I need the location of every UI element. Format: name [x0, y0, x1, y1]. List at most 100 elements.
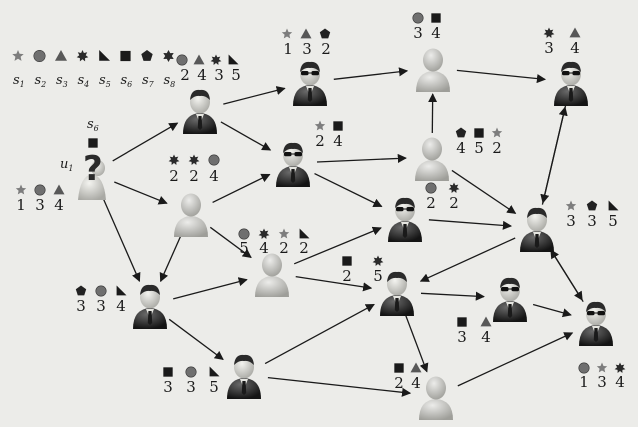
user-figure-p	[419, 376, 453, 420]
edge-a-e	[220, 121, 272, 151]
user-figure-h	[388, 197, 422, 242]
tag-burst-icon	[168, 154, 180, 165]
tag-value-g-0: 2	[169, 167, 179, 185]
tag-triangle-icon	[480, 316, 492, 327]
user-figure-m	[493, 277, 527, 322]
edge-g2-e	[212, 173, 271, 203]
tag-wedge-icon	[209, 366, 220, 377]
edge-k-o	[168, 318, 224, 361]
edge-l-m	[420, 291, 485, 301]
legend-label-s1: s1	[13, 73, 25, 89]
tag-square-icon	[163, 367, 173, 377]
tag-wedge-icon	[608, 200, 619, 211]
user-figure-i	[520, 207, 554, 252]
tag-value-p-1: 4	[411, 374, 421, 392]
tag-value-d-1: 4	[570, 39, 580, 57]
tag-star-icon	[281, 28, 293, 39]
tag-circle-icon	[208, 154, 220, 166]
tag-burst-icon	[448, 182, 460, 193]
tag-burst-icon	[258, 228, 270, 239]
user-figure-n	[579, 301, 613, 346]
user-figure-g	[174, 193, 208, 237]
query-square-icon	[88, 138, 98, 148]
query-user-label: u1	[60, 157, 73, 173]
tag-circle-icon	[185, 366, 197, 378]
tag-wedge-icon	[228, 54, 239, 65]
legend-label-s6: s6	[121, 73, 133, 89]
query-circle-icon	[34, 184, 46, 196]
tag-value-i-2: 5	[608, 212, 618, 230]
tag-value-j-0: 5	[239, 239, 249, 257]
tag-value-k-0: 3	[76, 297, 86, 315]
tag-value-f-2: 2	[492, 139, 502, 157]
tag-circle-icon	[238, 228, 250, 240]
tag-value-b-1: 3	[302, 40, 312, 58]
tag-value-a-2: 3	[214, 66, 224, 84]
query-user-head	[91, 160, 105, 176]
user-figure-l	[380, 271, 414, 316]
query-tag-value-2: 4	[54, 196, 64, 214]
edge-q-g2	[114, 181, 168, 205]
edge-q-a	[112, 122, 179, 162]
edge-q-k	[101, 194, 141, 283]
tag-square-icon	[342, 256, 352, 266]
legend-burst-icon	[76, 50, 89, 62]
edge-e-h	[314, 173, 383, 208]
tag-value-k-2: 4	[116, 297, 126, 315]
edge-f-i	[451, 169, 517, 214]
tag-circle-icon	[412, 12, 424, 24]
tag-value-a-1: 4	[197, 66, 207, 84]
tag-value-f-0: 4	[456, 139, 466, 157]
edges-layer	[101, 67, 584, 397]
tag-value-n-1: 3	[597, 373, 607, 391]
legend-label-s2: s2	[35, 73, 47, 89]
user-figure-a	[183, 89, 217, 134]
tag-circle-icon	[425, 182, 437, 194]
tag-value-c-1: 4	[431, 24, 441, 42]
legend-wedge-icon	[99, 50, 110, 61]
tag-value-i-1: 3	[587, 212, 597, 230]
user-figure-b	[293, 61, 327, 106]
tag-value-j-1: 4	[259, 239, 269, 257]
tag-burst-icon	[372, 255, 384, 266]
edge-e-f	[316, 153, 407, 164]
tag-value-l-1: 5	[373, 267, 383, 285]
legend-triangle-icon	[55, 50, 67, 61]
tag-value-g-1: 2	[189, 167, 199, 185]
tag-value-f-1: 5	[474, 139, 484, 157]
query-triangle-icon	[53, 184, 65, 195]
legend-label-s4: s4	[78, 73, 90, 89]
legend-label-s5: s5	[99, 73, 111, 89]
tag-triangle-icon	[300, 28, 312, 39]
tag-wedge-icon	[116, 285, 127, 296]
tag-star-icon	[596, 362, 608, 373]
tag-star-icon	[314, 120, 326, 131]
tag-value-k-1: 3	[96, 297, 106, 315]
tag-value-h-0: 2	[426, 194, 436, 212]
tag-value-c-0: 3	[413, 24, 423, 42]
tag-triangle-icon	[193, 54, 205, 65]
tag-triangle-icon	[569, 27, 581, 38]
edge-o-l	[264, 303, 375, 365]
tag-star-icon	[565, 200, 577, 211]
tag-pentagon-icon	[75, 285, 87, 296]
tag-burst-icon	[614, 362, 626, 373]
query-tag-label: s6	[87, 117, 99, 133]
edge-m-n	[532, 303, 572, 318]
query-tag-value-0: 1	[16, 196, 26, 214]
legend-hexstar-icon	[163, 50, 174, 62]
